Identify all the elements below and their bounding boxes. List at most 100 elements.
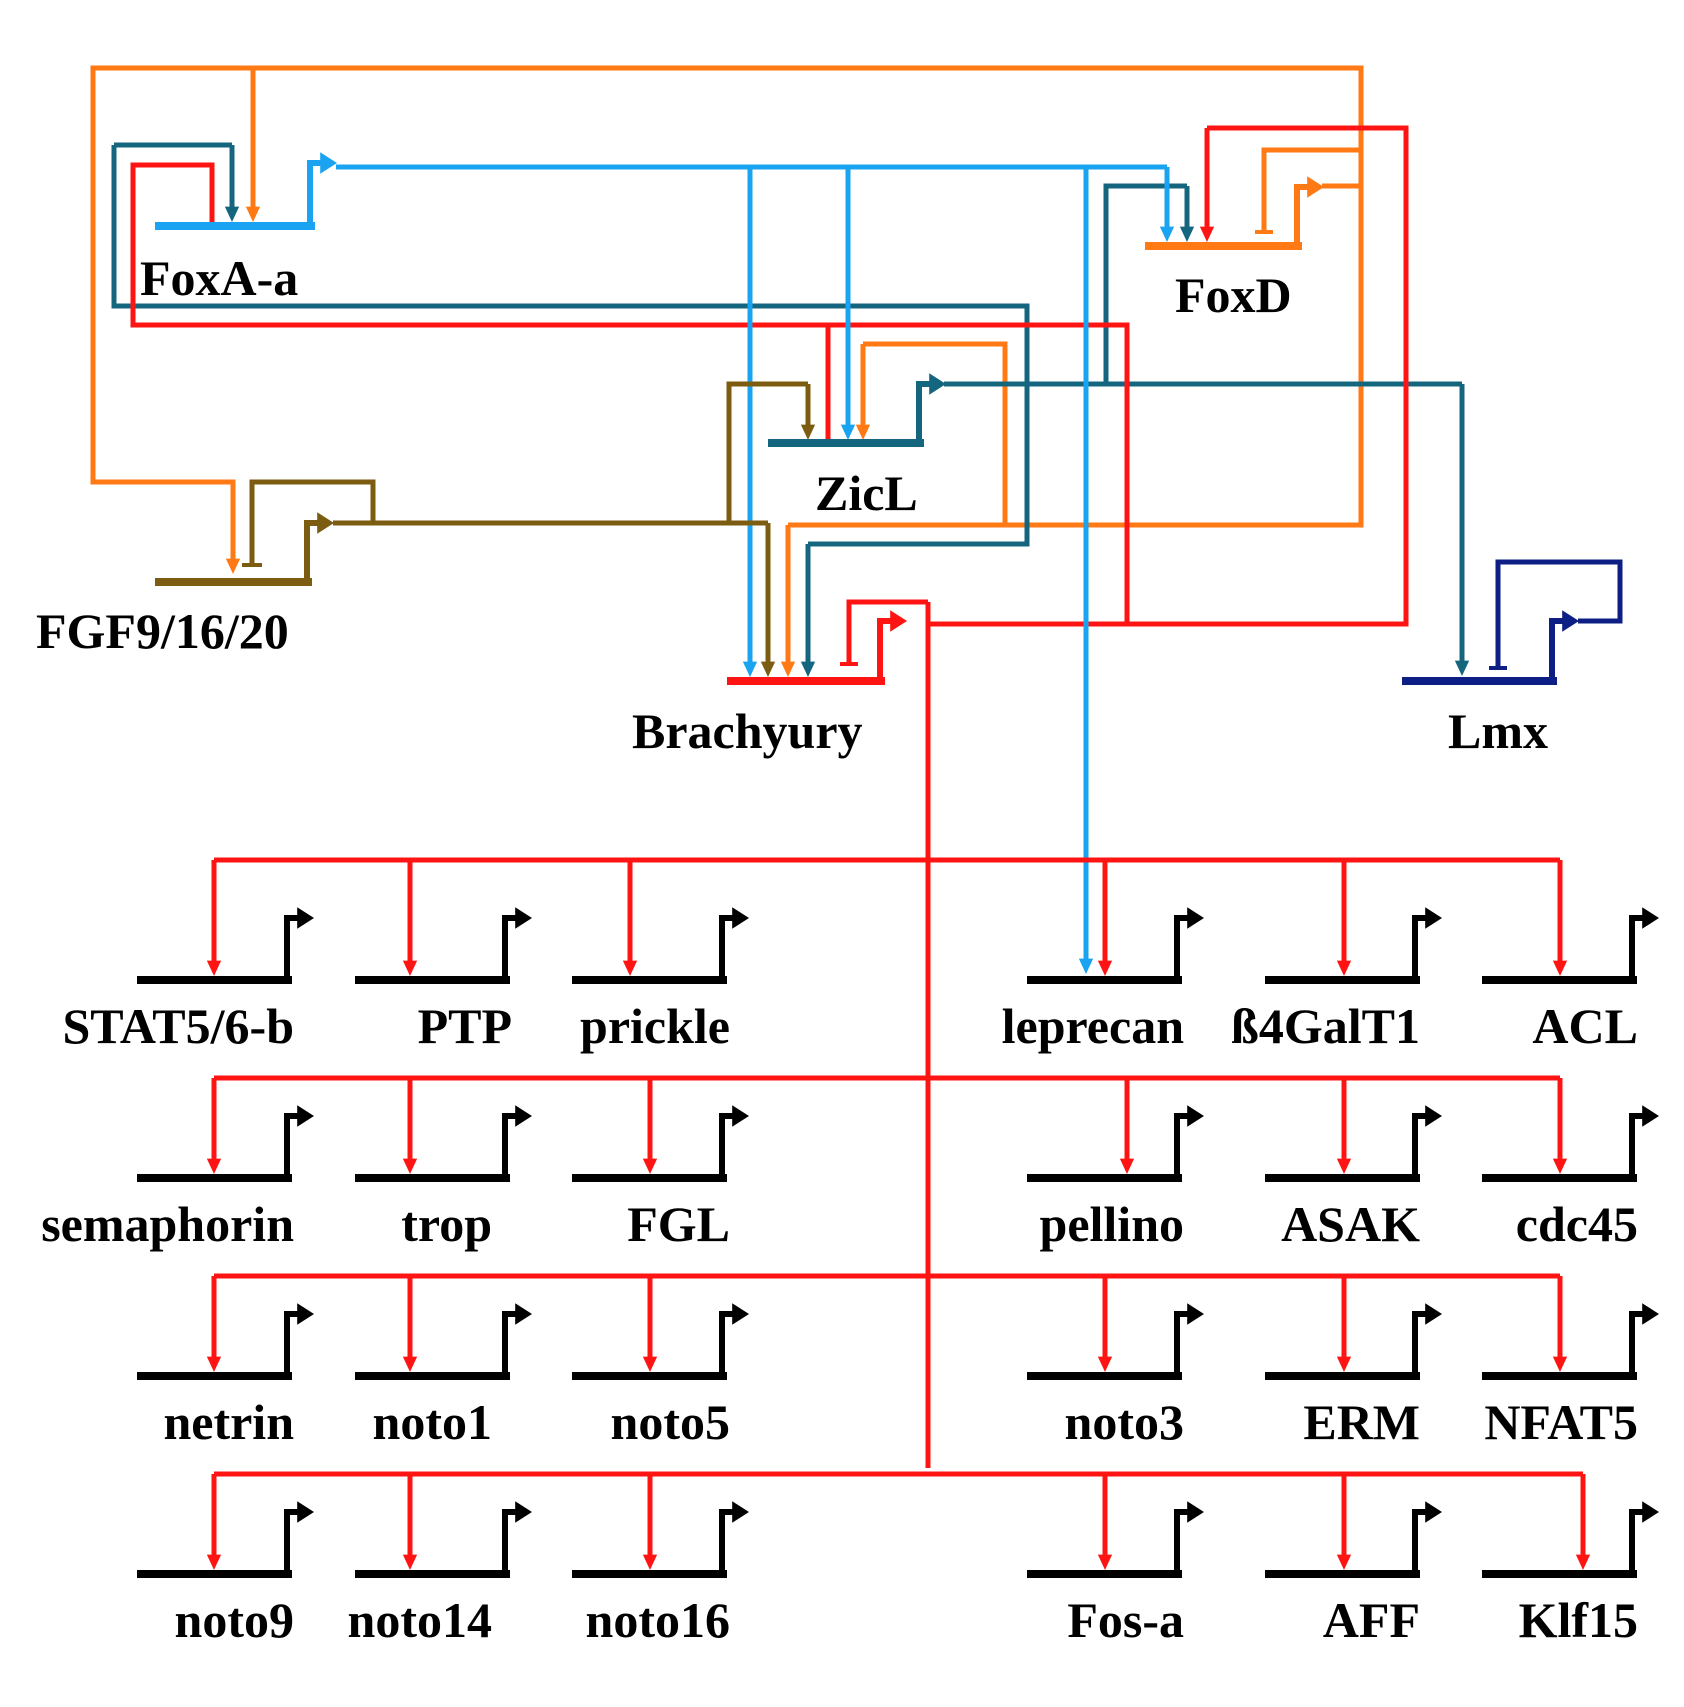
target-label: prickle (580, 998, 730, 1054)
target-gene-promoter (284, 1509, 298, 1574)
target-label: leprecan (1002, 998, 1185, 1054)
gene-lmx-promoter-arrow (1562, 610, 1579, 632)
target-gene-promoter-arrow (1425, 1303, 1442, 1325)
gene-brachyury-promoter (877, 618, 891, 681)
gene-fgf-promoter-arrow (317, 512, 334, 534)
target-label: noto1 (373, 1394, 492, 1450)
target-label: PTP (418, 998, 512, 1054)
edge-foxa-to-brachyury-arrowhead (742, 661, 758, 677)
target-gene-promoter (719, 1509, 733, 1574)
edge-brachyury-to-target-arrowhead (1575, 1554, 1591, 1570)
target-label: pellino (1040, 1196, 1184, 1252)
target-gene-promoter (1629, 1509, 1643, 1574)
edge-brachyury-to-target-arrowhead (402, 1158, 418, 1174)
target-gene-promoter-arrow (1187, 1105, 1204, 1127)
edge-brachyury-to-target-arrowhead (206, 960, 222, 976)
target-gene-promoter (1629, 1113, 1643, 1178)
gene-brachyury-promoter-arrow (890, 610, 907, 632)
edge-brachyury-to-target-arrowhead (1552, 960, 1568, 976)
target-label: FGL (627, 1196, 730, 1252)
target-gene-promoter-arrow (732, 1303, 749, 1325)
edge-fgf-to-brachyury-arrowhead (760, 661, 776, 677)
target-gene-promoter (284, 915, 298, 980)
target-gene-promoter-arrow (1425, 1501, 1442, 1523)
target-gene-promoter-arrow (1642, 1501, 1659, 1523)
edge-brachyury-to-target-arrowhead (206, 1554, 222, 1570)
edge-brachyury-to-target-arrowhead (1336, 1356, 1352, 1372)
target-gene-promoter-arrow (515, 1105, 532, 1127)
edge-foxd-to-fgf-arrowhead (225, 558, 241, 574)
edge-brachyury-self-repress (846, 599, 928, 664)
target-gene-promoter (1174, 1113, 1188, 1178)
edge-brachyury-to-target-arrowhead (1336, 1158, 1352, 1174)
target-gene-promoter (1629, 915, 1643, 980)
edge-brachyury-to-foxd-arrowhead (1199, 226, 1215, 242)
target-label: semaphorin (41, 1196, 294, 1252)
edge-lmx-self-repress (1495, 559, 1623, 668)
target-label: STAT5/6-b (62, 998, 294, 1054)
gene-label-foxd: FoxD (1175, 267, 1292, 323)
edge-brachyury-to-target-arrowhead (402, 960, 418, 976)
gene-label-fgf: FGF9/16/20 (36, 603, 289, 659)
edge-brachyury-to-target-arrowhead (1552, 1158, 1568, 1174)
target-gene-promoter (1412, 1509, 1426, 1574)
target-gene-promoter-arrow (1425, 907, 1442, 929)
target-gene-promoter-arrow (297, 1303, 314, 1325)
edge-brachyury-to-target-arrowhead (1097, 1554, 1113, 1570)
target-gene-promoter (502, 1509, 516, 1574)
edge-brachyury-to-target-arrowhead (1097, 1356, 1113, 1372)
target-gene-promoter (719, 1113, 733, 1178)
edge-brachyury-to-foxd-path (928, 125, 1409, 627)
gene-zicl-promoter (916, 381, 930, 443)
target-gene-promoter-arrow (732, 1105, 749, 1127)
target-gene-promoter-arrow (732, 1501, 749, 1523)
edge-brachyury-to-target-arrowhead (1336, 960, 1352, 976)
target-gene-promoter (1412, 1311, 1426, 1376)
gene-label-brachyury: Brachyury (632, 703, 863, 759)
edge-fgf-self (249, 479, 376, 565)
edge-foxd-self-repress (1261, 147, 1364, 232)
target-label: trop (401, 1196, 492, 1252)
target-gene-promoter (502, 1113, 516, 1178)
target-gene-promoter-arrow (297, 1501, 314, 1523)
gene-foxa-promoter (307, 160, 321, 226)
target-gene-promoter (1174, 1509, 1188, 1574)
target-gene-promoter-arrow (297, 1105, 314, 1127)
target-gene-promoter (502, 915, 516, 980)
target-label: noto3 (1065, 1394, 1184, 1450)
target-label: noto9 (175, 1592, 294, 1648)
target-gene-promoter (284, 1113, 298, 1178)
target-gene-promoter (1629, 1311, 1643, 1376)
edge-foxd-to-brachyury-arrowhead (780, 661, 796, 677)
target-gene-promoter-arrow (1187, 1303, 1204, 1325)
edge-brachyury-to-target-arrowhead (622, 960, 638, 976)
edge-foxa-to-leprecan-arrowhead (1078, 958, 1094, 974)
edge-brachyury-to-target-arrowhead (206, 1356, 222, 1372)
edge-foxd-to-fgf (90, 65, 1364, 560)
target-label: AFF (1323, 1592, 1420, 1648)
edge-brachyury-to-foxa (130, 162, 1130, 624)
gene-fgf-promoter (304, 520, 318, 582)
target-label: ACL (1532, 998, 1638, 1054)
edge-fgf-zicl-branch (726, 381, 808, 523)
target-gene-promoter (1412, 1113, 1426, 1178)
edge-brachyury-to-target-arrowhead (402, 1356, 418, 1372)
edge-foxd-zicl-branch (863, 341, 1008, 525)
edge-foxd-to-foxa-arrowhead (245, 206, 261, 222)
target-label: noto14 (348, 1592, 492, 1648)
target-gene-promoter-arrow (1187, 907, 1204, 929)
target-gene-promoter (719, 1311, 733, 1376)
target-label: Fos-a (1067, 1592, 1184, 1648)
edge-zicl-foxd-branch (1103, 183, 1187, 384)
gene-foxd-promoter (1294, 184, 1308, 246)
regulatory-edges (90, 65, 1623, 1570)
edge-brachyury-to-target-arrowhead (642, 1158, 658, 1174)
edge-zicl-to-foxa-arrowhead (224, 206, 240, 222)
edge-fgf-to-zicl-arrowhead (800, 424, 816, 440)
target-gene-promoter (1174, 915, 1188, 980)
target-gene-promoter-arrow (1642, 1105, 1659, 1127)
target-gene-promoter-arrow (732, 907, 749, 929)
gene-lmx-promoter (1549, 618, 1563, 681)
target-gene-promoter (284, 1311, 298, 1376)
